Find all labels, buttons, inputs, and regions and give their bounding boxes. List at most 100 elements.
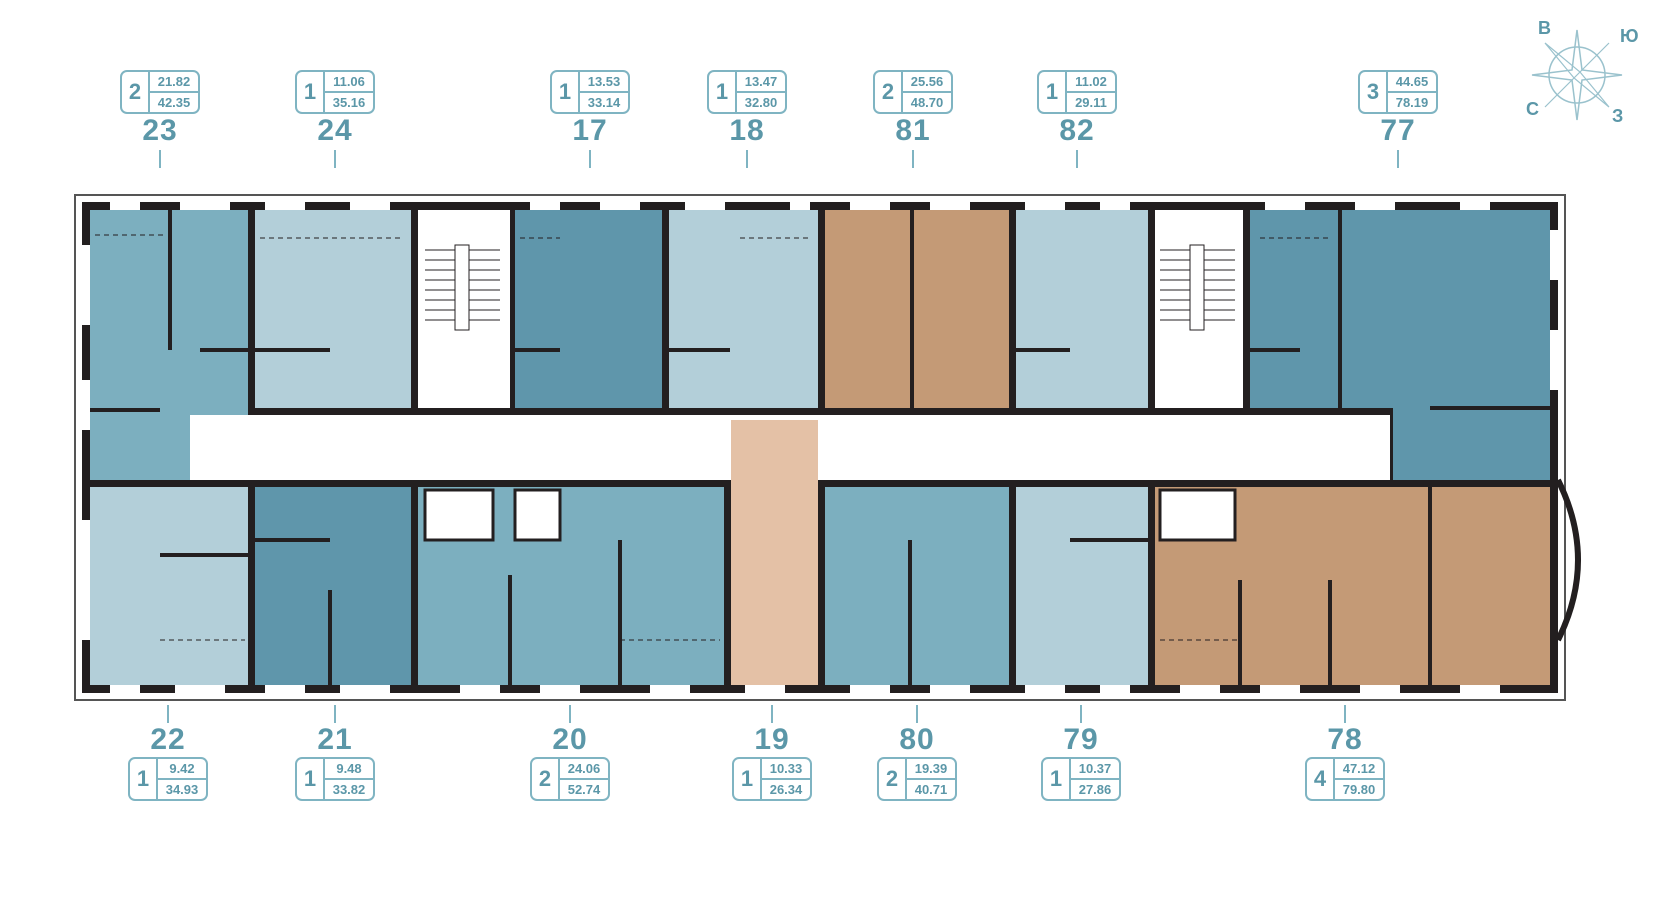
apartment-77-wing[interactable] [1393,408,1550,480]
apartment-number: 17 [572,114,608,147]
total-area: 35.16 [332,95,366,110]
total-area: 34.93 [165,782,199,797]
total-area: 27.86 [1078,782,1112,797]
total-area: 79.80 [1342,782,1376,797]
living-area: 47.12 [1335,759,1383,780]
lift-shaft-1 [423,488,495,542]
total-area: 48.70 [910,95,944,110]
total-area: 40.71 [914,782,948,797]
apartment-number: 80 [899,723,935,756]
apartment-number: 19 [754,723,790,756]
leader-line [334,705,336,723]
windows [82,202,1558,693]
apartment-77[interactable] [1250,210,1550,408]
room-count: 1 [552,72,580,112]
apartment-21[interactable] [255,487,411,685]
living-area: 24.06 [560,759,608,780]
dashed-lines [95,234,1330,641]
apartment-24[interactable] [255,210,411,408]
apartment-19[interactable] [731,420,818,685]
leader-line [771,705,773,723]
apartment-number: 77 [1380,114,1416,147]
area-values: 47.12 79.80 [1335,759,1383,799]
leader-line [589,150,591,168]
stairs-west [425,244,500,331]
living-area: 9.42 [158,759,206,780]
apartment-81[interactable] [825,210,1009,408]
room-count: 1 [1039,72,1067,112]
compass-north: С [1526,99,1539,119]
total-area: 29.11 [1075,95,1107,110]
living-area: 19.39 [907,759,955,780]
total-area: 26.34 [769,782,803,797]
apartment-82[interactable] [1016,210,1148,408]
apartment-number: 79 [1063,723,1099,756]
apartment-17[interactable] [515,210,662,408]
apartment-number: 22 [150,723,186,756]
apartment-18[interactable] [669,210,818,408]
living-area: 25.56 [903,72,951,93]
lift-shaft-3 [1158,488,1237,542]
total-area: 33.14 [587,95,621,110]
leader-line [1080,705,1082,723]
area-values: 11.02 29.11 [1067,72,1115,112]
apartment-number: 20 [552,723,588,756]
compass-star-diagonal [1544,42,1610,108]
living-area: 21.82 [150,72,198,93]
apartment-79[interactable] [1016,487,1148,685]
leader-line [746,150,748,168]
area-values: 19.39 40.71 [907,759,955,799]
lift-shaft-2 [513,488,562,542]
area-values: 9.42 34.93 [158,759,206,799]
compass-rose: В Ю С З [1526,18,1639,126]
living-area: 11.02 [1067,72,1115,93]
leader-line [569,705,571,723]
room-count: 1 [297,759,325,799]
room-count: 1 [709,72,737,112]
living-area: 10.33 [762,759,810,780]
leader-line [167,705,169,723]
apartment-number: 24 [317,114,353,147]
compass-star [1531,29,1623,121]
apartment-22[interactable] [90,487,248,685]
apartment-80[interactable] [825,487,1009,685]
room-count: 1 [297,72,325,112]
compass-east: В [1538,18,1551,38]
stairs-east [1160,244,1235,331]
leader-line [159,150,161,168]
area-values: 25.56 48.70 [903,72,951,112]
leader-line [1397,150,1399,168]
apartment-number: 21 [317,723,353,756]
room-count: 1 [130,759,158,799]
apartment-number: 23 [142,114,178,147]
